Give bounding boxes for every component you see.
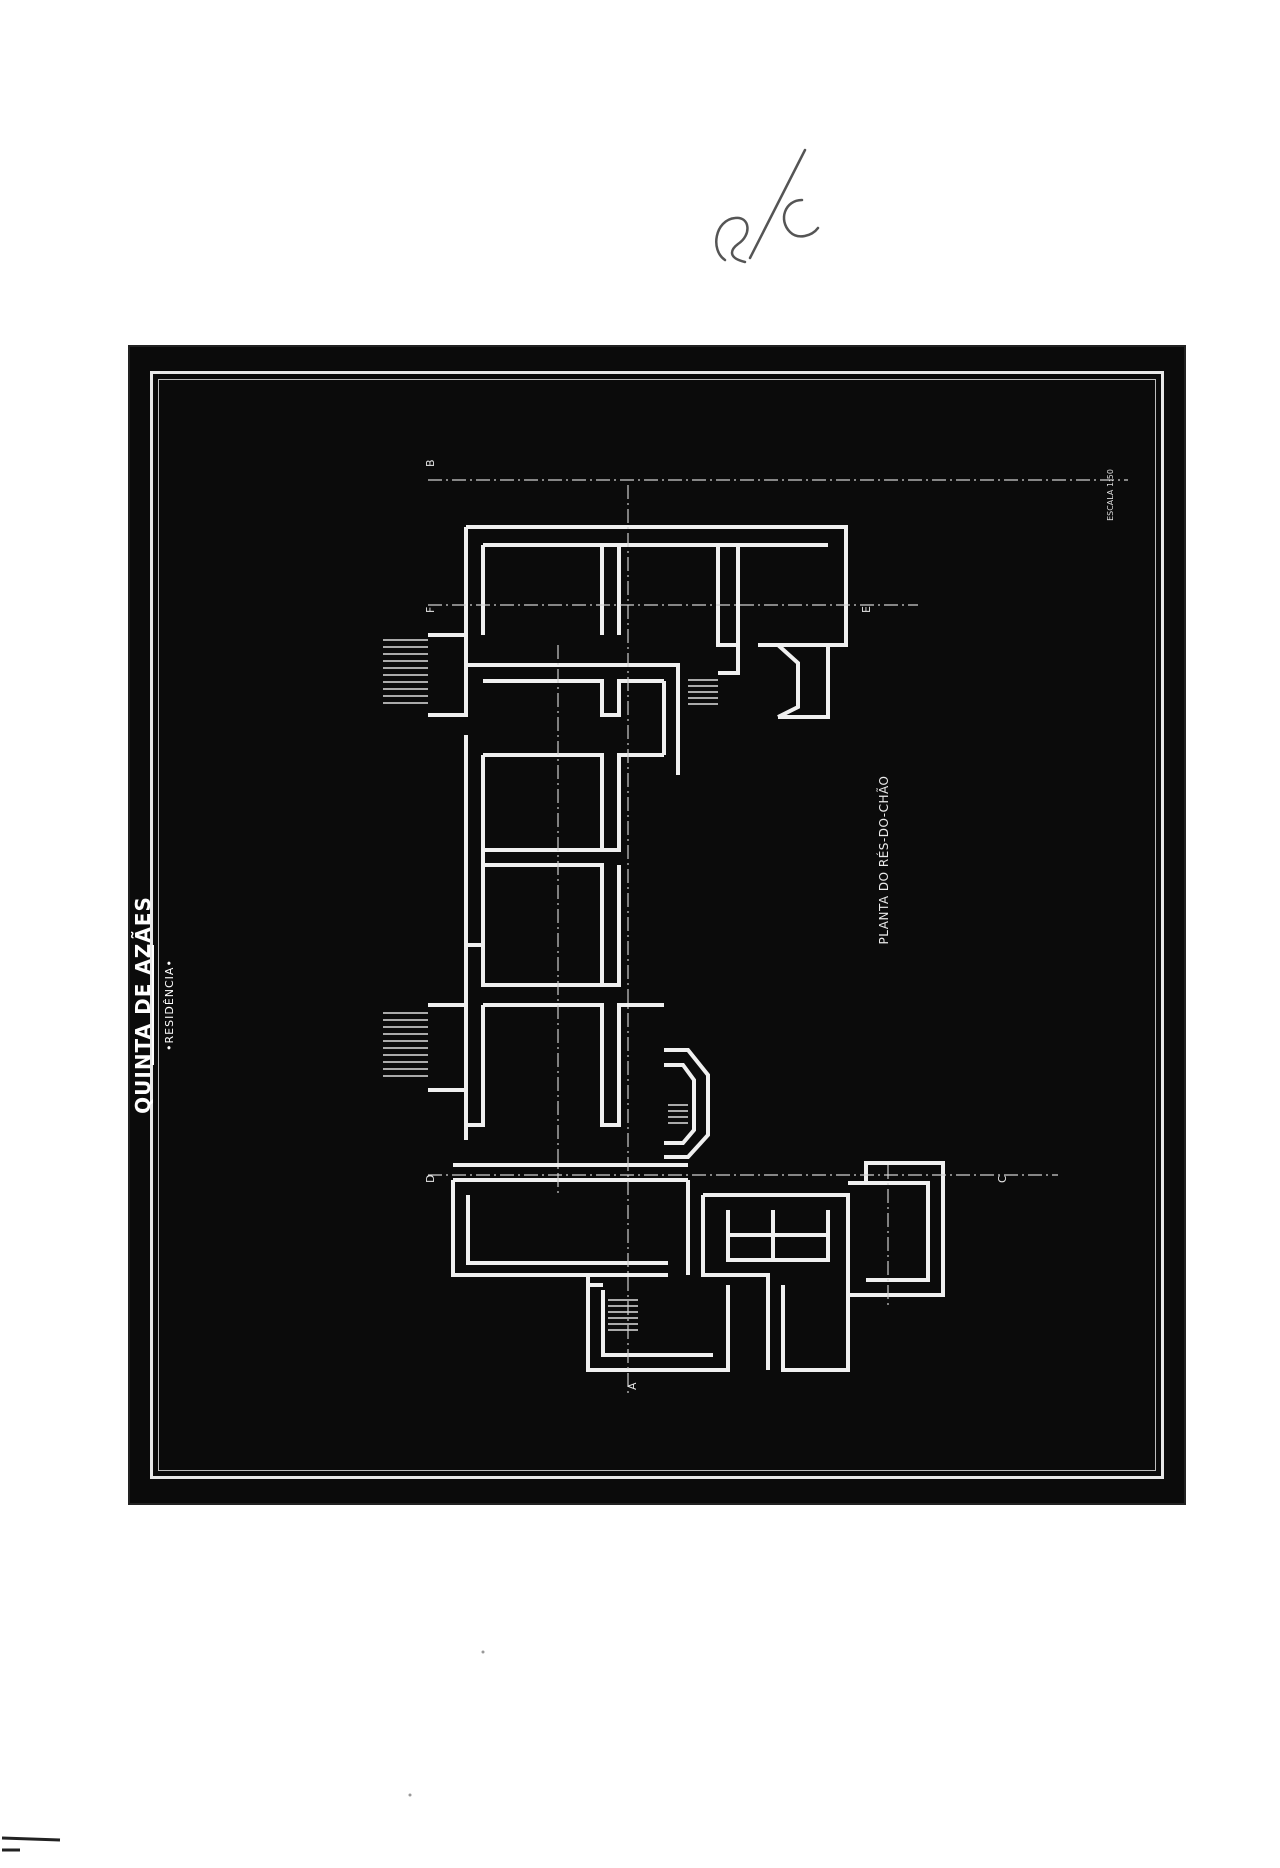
scale-label: ESCALA 1:50	[1106, 469, 1115, 521]
wall-apse-inner	[664, 1063, 696, 1145]
stair-outer-2	[383, 1012, 428, 1077]
wall-kitchen-div	[728, 1210, 828, 1260]
section-marker-f: F	[424, 607, 437, 613]
wall-room-c-lower	[466, 943, 602, 987]
sheet-title: QUINTA DE AZÃES	[131, 896, 155, 1114]
section-marker-d: D	[424, 1175, 437, 1183]
wall-stair-block-1	[428, 633, 468, 717]
plan-title: PLANTA DO RÉS-DO-CHÃO	[876, 776, 891, 945]
wall-room-d	[483, 1003, 664, 1127]
wall-room-b	[481, 765, 602, 852]
section-marker-c: C	[996, 1175, 1009, 1183]
sheet-border	[150, 371, 1164, 1479]
wall-corridor-top	[466, 663, 680, 717]
sheet-inner-border	[158, 379, 1156, 1471]
wall-room-3	[736, 545, 828, 647]
wall-bay	[776, 643, 800, 719]
stair-apse	[668, 1104, 688, 1124]
wall-right-wing-left	[464, 527, 485, 635]
wall-room-a	[483, 753, 664, 852]
wall-service-block	[586, 1275, 730, 1372]
wall-right-wing	[466, 525, 848, 719]
wall-room-divider-1	[600, 545, 621, 635]
wall-left-wing-top	[453, 1163, 688, 1182]
wall-corridor-side	[662, 681, 680, 775]
wall-stair-block-2	[428, 1003, 468, 1092]
stair-service	[608, 1299, 638, 1331]
stair-inner-1	[688, 679, 718, 705]
floor-plan: B F E D C A QUINTA DE AZÃES •RESIDÊNCIA•…	[131, 459, 1128, 1395]
wall-annex-inner	[866, 1181, 930, 1282]
stair-outer-1	[383, 639, 428, 704]
blueprint-sheet: B F E D C A QUINTA DE AZÃES •RESIDÊNCIA•…	[128, 345, 1186, 1505]
wall-apse	[664, 1048, 710, 1159]
sheet-subtitle: •RESIDÊNCIA•	[163, 959, 176, 1051]
wall-service-rooms	[686, 1180, 850, 1372]
section-marker-b: B	[424, 459, 437, 467]
section-marker-e: E	[860, 606, 873, 613]
wall-left-wing-left	[451, 1180, 668, 1277]
handwritten-annotation	[715, 148, 820, 264]
section-marker-a: A	[626, 1382, 639, 1390]
